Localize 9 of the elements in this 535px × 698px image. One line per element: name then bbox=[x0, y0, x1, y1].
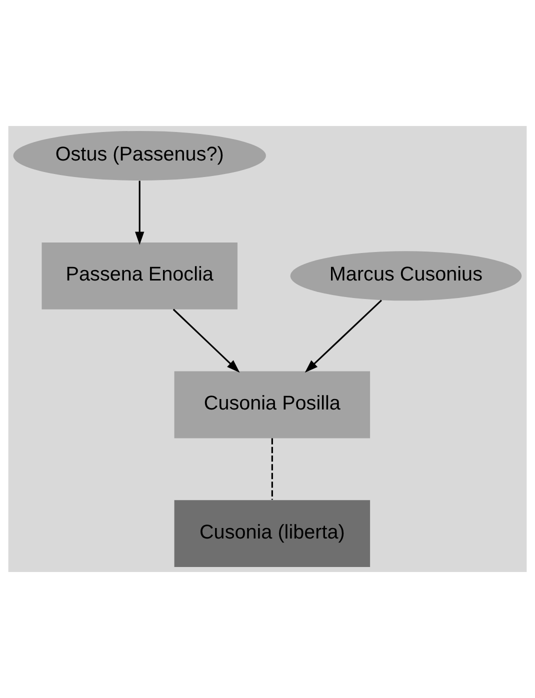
arrow bbox=[304, 300, 382, 373]
node-box: Cusonia (liberta) bbox=[174, 500, 370, 568]
arrow bbox=[135, 180, 144, 245]
connector bbox=[271, 438, 273, 500]
arrow bbox=[172, 308, 240, 373]
node-box: Cusonia Posilla bbox=[174, 371, 370, 438]
node-ellipse: Ostus (Passenus?) bbox=[13, 130, 266, 180]
node-box: Passena Enoclia bbox=[42, 242, 238, 310]
node-ellipse: Marcus Cusonius bbox=[290, 251, 522, 301]
